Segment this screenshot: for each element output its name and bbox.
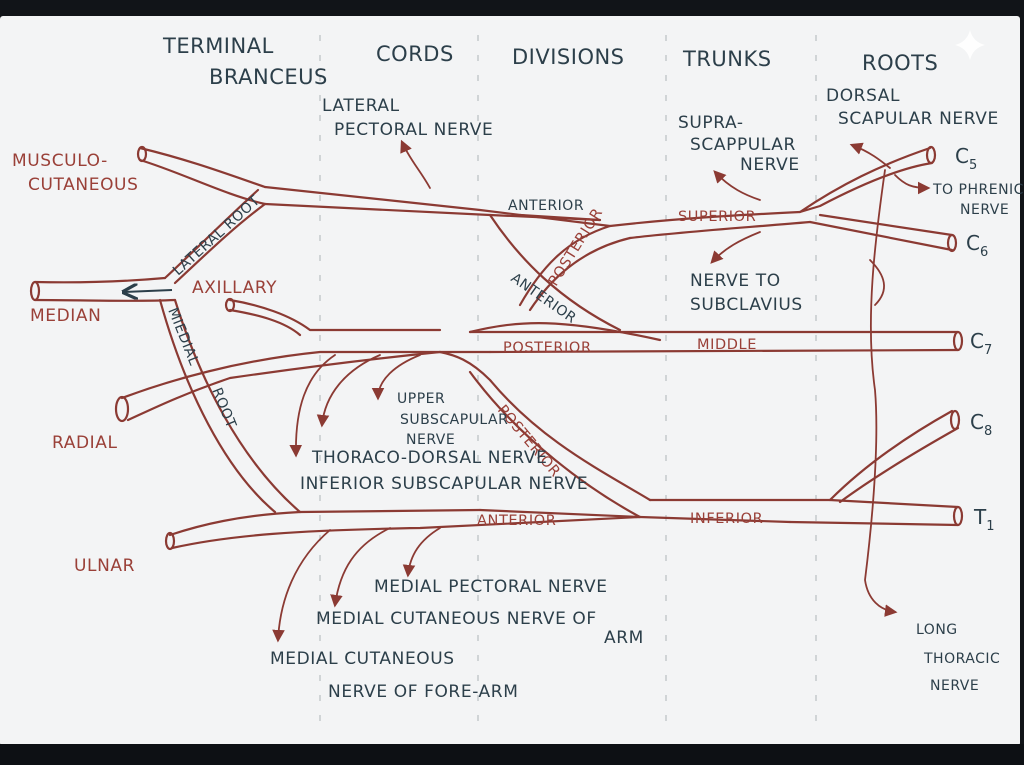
terminal-labels: MUSCULO- CUTANEOUS MEDIAN AXILLARY RADIA… bbox=[12, 151, 277, 576]
branch-arrows bbox=[125, 139, 931, 643]
label-to-phrenic-1: TO PHRENIC bbox=[932, 182, 1024, 198]
label-inferior-subscapular: INFERIOR SUBSCAPULAR NERVE bbox=[300, 474, 588, 494]
root-c7: C7 bbox=[970, 329, 992, 358]
nerve-network bbox=[29, 145, 964, 551]
header-trunks: TRUNKS bbox=[682, 47, 772, 71]
header-cords: CORDS bbox=[376, 42, 454, 66]
division-anterior-bottom: ANTERIOR bbox=[477, 513, 556, 529]
header-roots: ROOTS bbox=[862, 51, 938, 75]
label-lateral-pectoral-1: LATERAL bbox=[322, 96, 400, 116]
division-posterior-mid: POSTERIOR bbox=[503, 340, 592, 356]
paper-shadow-bottom bbox=[0, 744, 1024, 765]
root-c5: C5 bbox=[955, 144, 977, 173]
header-divisions: DIVISIONS bbox=[512, 45, 625, 69]
label-musculocutaneous-1: MUSCULO- bbox=[12, 151, 108, 171]
label-medial-cutaneous-forearm-1: MEDIAL CUTANEOUS bbox=[270, 649, 455, 669]
column-headers: TERMINAL BRANCEUS CORDS DIVISIONS TRUNKS… bbox=[162, 34, 938, 89]
trunk-superior: SUPERIOR bbox=[678, 209, 756, 225]
division-anterior-top: ANTERIOR bbox=[508, 198, 584, 214]
label-thoraco-dorsal: THORACO-DORSAL NERVE bbox=[311, 448, 547, 468]
label-suprascapular-3: NERVE bbox=[740, 155, 800, 175]
label-medial-cutaneous-forearm-2: NERVE OF FORE-ARM bbox=[328, 682, 518, 702]
label-dorsal-scapular-2: SCAPULAR NERVE bbox=[838, 109, 999, 129]
label-subclavius-1: NERVE TO bbox=[690, 271, 781, 291]
label-suprascapular-1: SUPRA- bbox=[678, 113, 744, 133]
root-c6: C6 bbox=[966, 231, 988, 260]
label-medial-pectoral: MEDIAL PECTORAL NERVE bbox=[374, 577, 608, 597]
label-subclavius-2: SUBCLAVIUS bbox=[690, 295, 803, 315]
trunk-middle: MIDDLE bbox=[697, 337, 757, 353]
trunk-inferior: INFERIOR bbox=[690, 511, 763, 527]
label-medial-cutaneous-arm-2: ARM bbox=[604, 628, 644, 648]
column-dividers bbox=[319, 35, 817, 735]
label-upper-subscapular-1: UPPER bbox=[397, 391, 445, 407]
label-suprascapular-2: SCAPPULAR bbox=[690, 135, 796, 155]
label-median: MEDIAN bbox=[30, 306, 101, 326]
header-terminal: TERMINAL bbox=[162, 34, 274, 58]
label-lateral-pectoral-2: PECTORAL NERVE bbox=[334, 120, 493, 140]
branch-labels: LATERAL PECTORAL NERVE SUPRA- SCAPPULAR … bbox=[270, 86, 1024, 702]
root-c8: C8 bbox=[970, 410, 992, 439]
root-labels: C5 C6 C7 C8 T1 bbox=[955, 144, 995, 534]
label-ulnar: ULNAR bbox=[74, 556, 135, 576]
label-dorsal-scapular-1: DORSAL bbox=[826, 86, 900, 106]
label-long-thoracic-3: NERVE bbox=[930, 678, 979, 694]
label-long-thoracic-2: THORACIC bbox=[923, 651, 1000, 667]
sparkle-watermark bbox=[955, 30, 985, 60]
trunk-labels: SUPERIOR MIDDLE INFERIOR bbox=[678, 209, 763, 527]
label-upper-subscapular-2: SUBSCAPULAR bbox=[400, 412, 508, 428]
label-radial: RADIAL bbox=[52, 433, 118, 453]
label-musculocutaneous-2: CUTANEOUS bbox=[28, 175, 138, 195]
label-medial-cutaneous-arm-1: MEDIAL CUTANEOUS NERVE OF bbox=[316, 609, 597, 629]
label-long-thoracic-1: LONG bbox=[916, 622, 958, 638]
root-t1: T1 bbox=[973, 505, 995, 534]
label-upper-subscapular-3: NERVE bbox=[406, 432, 455, 448]
header-terminal-2: BRANCEUS bbox=[209, 65, 328, 89]
label-to-phrenic-2: NERVE bbox=[960, 202, 1009, 218]
label-axillary: AXILLARY bbox=[192, 278, 277, 298]
paper-sheet bbox=[0, 16, 1020, 746]
